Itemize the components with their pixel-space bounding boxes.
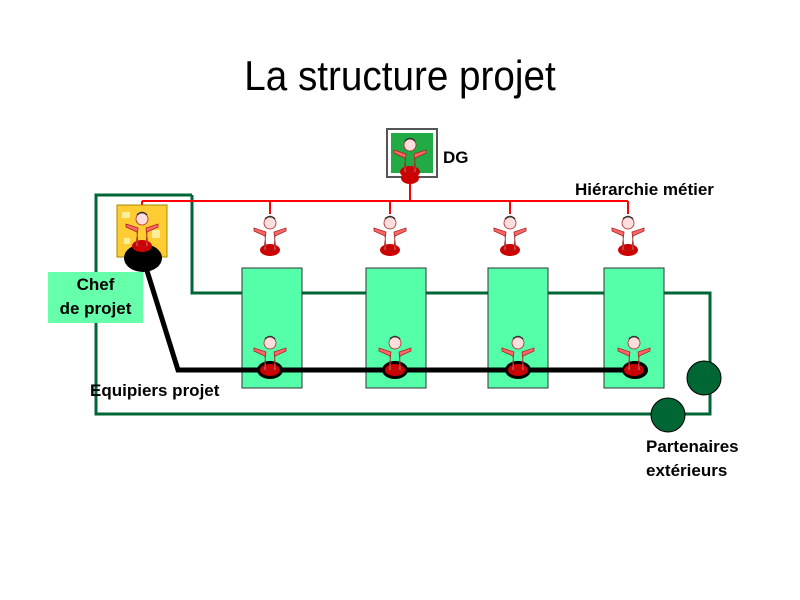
partenaires-line1: Partenaires xyxy=(646,437,739,456)
dg-label: DG xyxy=(443,148,469,167)
red-hierarchy-lines xyxy=(141,178,629,214)
slide-title: La structure projet xyxy=(244,52,556,99)
green-network-lines xyxy=(94,193,712,416)
chef-label-line2: de projet xyxy=(59,299,132,318)
hierarchy-person-icon xyxy=(493,215,527,257)
chef-de-projet-icon xyxy=(116,204,168,272)
chef-label-line1: Chef xyxy=(76,275,115,294)
partner-circles xyxy=(650,360,722,433)
hierarchy-person-icon xyxy=(373,215,407,257)
dg-icon xyxy=(386,128,438,184)
hierarchy-persons xyxy=(253,215,645,257)
partner-circle xyxy=(650,397,686,433)
hierarchie-metier-label: Hiérarchie métier xyxy=(575,180,714,199)
chef-de-projet-label: Chef de projet xyxy=(48,272,143,323)
partenaires-label: Partenaires extérieurs xyxy=(646,435,739,483)
equipiers-projet-label: Equipiers projet xyxy=(90,381,220,400)
partner-circle xyxy=(686,360,722,396)
hierarchy-person-icon xyxy=(253,215,287,257)
hierarchy-person-icon xyxy=(611,215,645,257)
partenaires-line2: extérieurs xyxy=(646,461,728,480)
